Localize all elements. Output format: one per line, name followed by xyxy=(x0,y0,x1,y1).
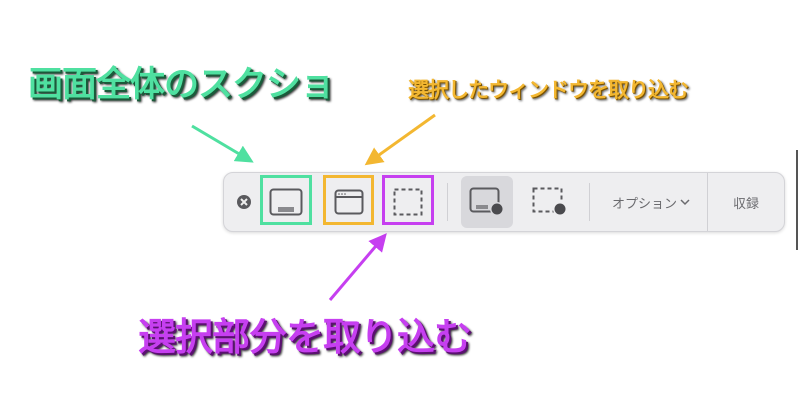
close-icon xyxy=(237,195,251,209)
divider xyxy=(447,183,448,221)
dashed-selection-icon xyxy=(393,188,423,216)
annotation-selected-portion: 選択部分を取り込む xyxy=(138,315,472,359)
close-button[interactable] xyxy=(234,173,254,231)
chevron-down-icon xyxy=(680,199,690,206)
capture-entire-screen-button[interactable] xyxy=(260,173,312,231)
record-button[interactable]: 収録 xyxy=(708,173,784,231)
screenshot-toolbar: オプション 収録 xyxy=(223,172,785,232)
record-screen-icon xyxy=(469,187,504,216)
highlight-selected-portion xyxy=(382,175,434,225)
record-entire-screen-button[interactable] xyxy=(461,176,513,228)
divider xyxy=(707,173,708,231)
orange-arrow xyxy=(364,113,436,166)
screen-icon xyxy=(269,188,303,216)
record-label: 収録 xyxy=(732,196,759,212)
green-arrow xyxy=(191,124,254,163)
highlight-selected-window xyxy=(323,175,374,225)
divider xyxy=(589,183,590,221)
record-selected-portion-button[interactable] xyxy=(527,173,573,231)
capture-selected-portion-button[interactable] xyxy=(382,173,434,231)
window-icon xyxy=(334,189,363,215)
background-edge xyxy=(796,150,798,250)
record-selection-icon xyxy=(532,187,567,216)
options-label: オプション xyxy=(611,196,677,212)
purple-arrow xyxy=(328,233,387,301)
annotation-selected-window: 選択したウィンドウを取り込む xyxy=(408,78,689,102)
highlight-full-screen xyxy=(260,175,312,225)
annotation-full-screen: 画面全体のスクショ xyxy=(28,65,335,105)
capture-selected-window-button[interactable] xyxy=(323,173,374,231)
options-dropdown[interactable]: オプション xyxy=(596,173,706,231)
